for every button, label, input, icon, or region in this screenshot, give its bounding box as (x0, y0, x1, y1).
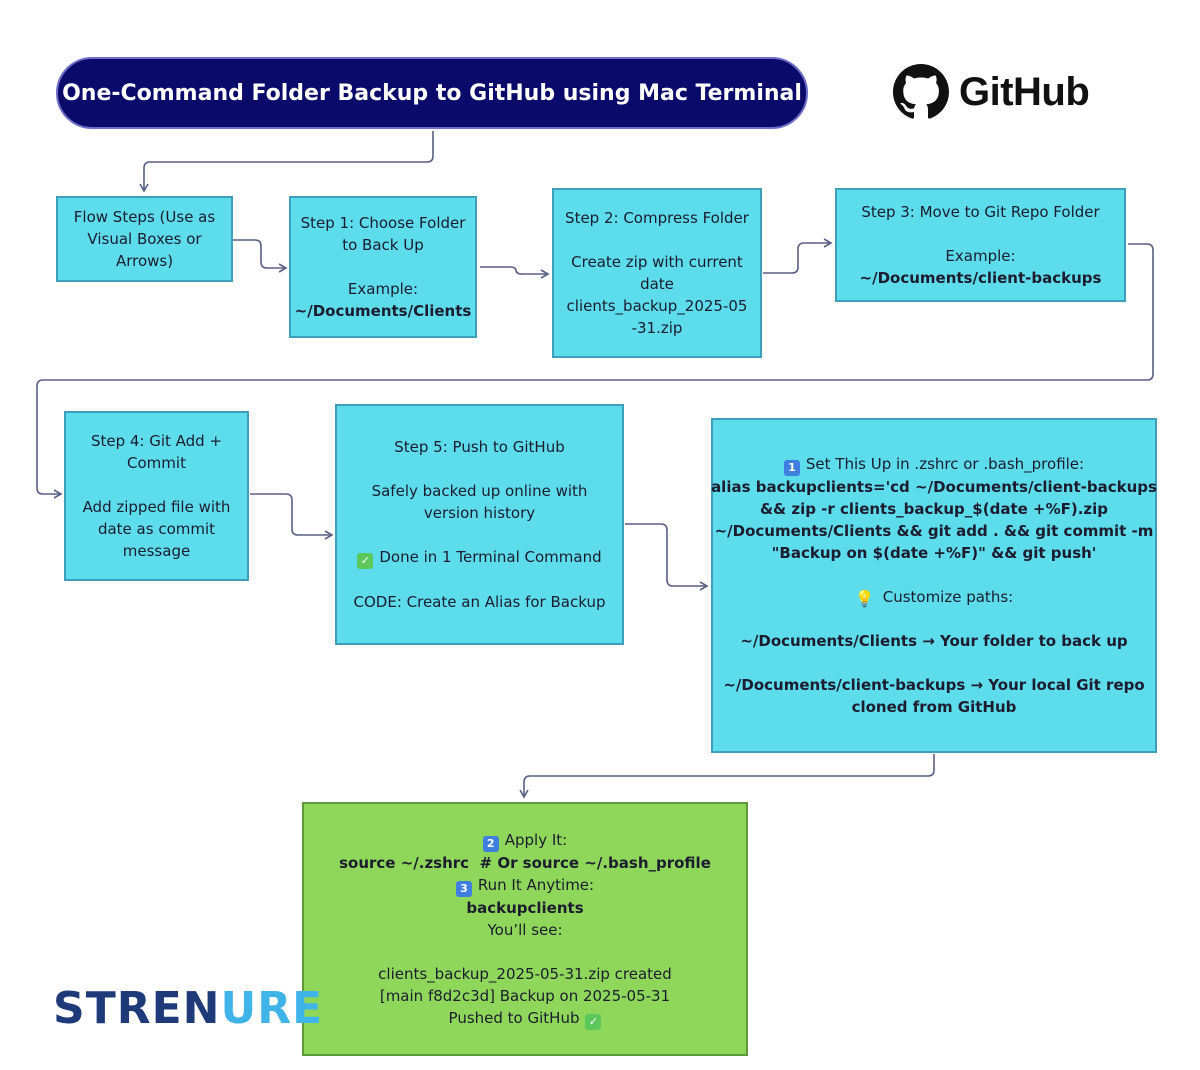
setup-code-line: "Backup on $(date +%F)" && git push' (771, 544, 1097, 562)
step4-desc: date as commit (97, 520, 216, 538)
step5-code-label: CODE: Create an Alias for Backup (353, 593, 606, 611)
flow-steps-line: Visual Boxes or (87, 230, 202, 248)
connector-step2-to-step3 (763, 238, 833, 274)
setup-code-line: alias backupclients='cd ~/Documents/clie… (711, 478, 1157, 496)
step3-box: Step 3: Move to Git Repo Folder Example:… (835, 188, 1126, 302)
apply-heading-line: 2 Apply It: (482, 829, 568, 852)
step2-desc: date (640, 275, 674, 293)
step5-done-line: ✓ Done in 1 Terminal Command (357, 546, 602, 569)
connector-step1-to-step2 (480, 266, 550, 279)
step1-title-cont: to Back Up (342, 236, 424, 254)
page-title: One-Command Folder Backup to GitHub usin… (56, 57, 808, 129)
step3-example-path: ~/Documents/client-backups (859, 269, 1102, 287)
connector-flow-to-step1 (233, 239, 288, 273)
run-heading-line: 3 Run It Anytime: (455, 874, 595, 897)
run-command: backupclients (466, 898, 584, 917)
step5-desc: version history (423, 504, 536, 522)
customize-heading: Customize paths: (882, 588, 1014, 606)
strenure-logo-part1: STREN (53, 983, 221, 1034)
step4-desc: message (122, 542, 191, 560)
output-line: [main f8d2c3d] Backup on 2025-05-31 (379, 986, 671, 1005)
step5-done-text: Done in 1 Terminal Command (379, 548, 602, 566)
step4-box: Step 4: Git Add + Commit Add zipped file… (64, 411, 249, 581)
setup-code-line: ~/Documents/Clients && git add . && git … (714, 522, 1154, 540)
keycap-3-icon: 3 (455, 880, 472, 897)
step4-desc: Add zipped file with (82, 498, 231, 516)
output-line: clients_backup_2025-05-31.zip created (378, 964, 672, 983)
strenure-logo-part2: URE (220, 983, 324, 1034)
step2-desc: Create zip with current (571, 253, 743, 271)
step5-box: Step 5: Push to GitHub Safely backed up … (335, 404, 624, 645)
github-logo: GitHub (893, 64, 1090, 120)
step2-title: Step 2: Compress Folder (565, 209, 749, 227)
connector-step4-to-step5 (250, 493, 334, 540)
connector-step5-to-setup (625, 523, 709, 591)
setup-heading-line: 1 Set This Up in .zshrc or .bash_profile: (783, 453, 1085, 476)
step4-title: Step 4: Git Add + (90, 432, 223, 450)
flow-steps-box: Flow Steps (Use as Visual Boxes or Arrow… (56, 196, 233, 282)
check-mark-icon: ✓ (357, 553, 374, 569)
step3-title: Step 3: Move to Git Repo Folder (861, 203, 1100, 221)
apply-command: source ~/.zshrc # Or source ~/.bash_prof… (339, 853, 711, 872)
setup-code-line: && zip -r clients_backup_$(date +%F).zip (759, 500, 1109, 518)
keycap-1-icon: 1 (783, 460, 800, 476)
flow-steps-line: Arrows) (115, 252, 174, 270)
step1-example-path: ~/Documents/Clients (294, 302, 472, 320)
check-mark-icon: ✓ (585, 1013, 602, 1030)
page-title-text: One-Command Folder Backup to GitHub usin… (62, 80, 802, 106)
connector-title-to-flow (139, 131, 434, 193)
strenure-logo: STRENURE (53, 984, 323, 1034)
apply-heading: Apply It: (504, 830, 568, 849)
path-repo: ~/Documents/client-backups → Your local … (723, 676, 1145, 694)
step4-title-cont: Commit (127, 454, 186, 472)
step5-desc: Safely backed up online with (371, 482, 588, 500)
flow-steps-line: Flow Steps (Use as (73, 208, 216, 226)
step2-filename: -31.zip (631, 319, 683, 337)
step1-example-label: Example: (347, 280, 419, 298)
setup-heading: Set This Up in .zshrc or .bash_profile: (805, 455, 1085, 473)
connector-setup-to-apply (519, 754, 935, 799)
step1-box: Step 1: Choose Folder to Back Up Example… (289, 196, 477, 338)
path-repo-cont: cloned from GitHub (851, 698, 1017, 716)
step2-filename: clients_backup_2025-05 (566, 297, 748, 315)
output-pushed-line: Pushed to GitHub ✓ (449, 1007, 602, 1030)
connector-step3-to-step4 (36, 243, 1154, 499)
github-wordmark: GitHub (959, 69, 1090, 114)
run-heading: Run It Anytime: (477, 875, 595, 894)
github-octocat-icon (893, 64, 949, 119)
setup-box: 1 Set This Up in .zshrc or .bash_profile:… (711, 418, 1157, 753)
keycap-2-icon: 2 (482, 835, 499, 852)
apply-run-box: 2 Apply It: source ~/.zshrc # Or source ~… (302, 802, 748, 1056)
step1-title: Step 1: Choose Folder (300, 214, 466, 232)
step3-example-label: Example: (945, 247, 1016, 265)
output-pushed-text: Pushed to GitHub (448, 1008, 580, 1027)
step2-box: Step 2: Compress Folder Create zip with … (552, 188, 762, 358)
path-clients: ~/Documents/Clients → Your folder to bac… (740, 632, 1128, 650)
step5-title: Step 5: Push to GitHub (394, 438, 565, 456)
see-label: You’ll see: (487, 920, 563, 939)
customize-line: 💡 Customize paths: (855, 586, 1013, 608)
lightbulb-icon: 💡 (854, 589, 875, 608)
